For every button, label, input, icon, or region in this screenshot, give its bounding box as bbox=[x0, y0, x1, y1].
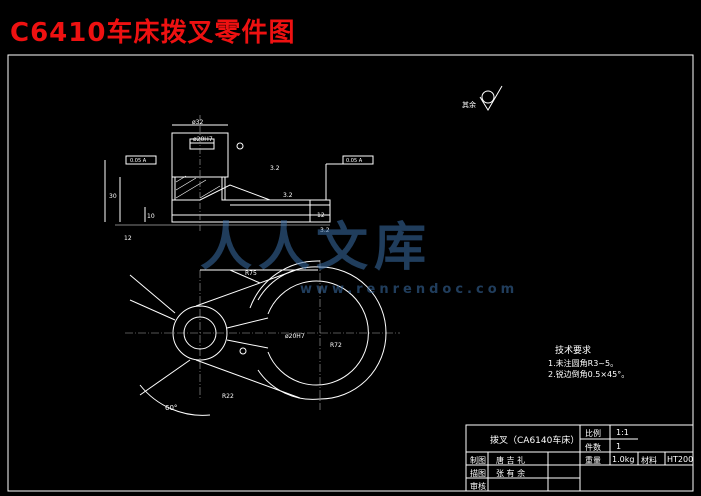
ra-mid: 3.2 bbox=[283, 192, 293, 199]
dim-30: 30 bbox=[109, 193, 117, 200]
dim-center-bore: ø20H7 bbox=[285, 333, 305, 340]
title-block-designed-label: 描图 bbox=[470, 469, 486, 478]
title-block-scale-value: 1:1 bbox=[616, 428, 629, 437]
dim-r22: R22 bbox=[222, 393, 234, 400]
title-block-material-value: HT200 bbox=[667, 455, 694, 464]
plan-view bbox=[125, 260, 400, 416]
title-block-weight-value: 1.0kg bbox=[612, 455, 635, 464]
title-block-material-label: 材料 bbox=[641, 456, 657, 465]
watermark-url: www.renrendoc.com bbox=[300, 282, 519, 297]
tech-requirements-title: 技术要求 bbox=[555, 346, 592, 356]
front-view bbox=[104, 115, 374, 232]
ra-left: 12 bbox=[124, 235, 132, 242]
title-block-qty-value: 1 bbox=[616, 442, 622, 451]
page-title: C6410车床拨叉零件图 bbox=[10, 18, 296, 48]
ra-top: 3.2 bbox=[270, 165, 280, 172]
title-block-part-name: 拨叉（CA6140车床） bbox=[490, 436, 580, 446]
dim-bore: ø20H7 bbox=[193, 136, 213, 143]
dim-r72: R72 bbox=[330, 342, 342, 349]
flatness-box-left: 0.05 A bbox=[130, 158, 147, 164]
dim-angle-60: 60° bbox=[165, 404, 177, 412]
title-block-qty-label: 件数 bbox=[585, 443, 601, 452]
tech-requirement-2: 2.锐边倒角0.5×45°。 bbox=[548, 370, 630, 379]
title-block-scale-label: 比例 bbox=[585, 429, 601, 438]
surface-finish-symbol bbox=[479, 85, 503, 111]
surface-finish-label: 其余 bbox=[462, 100, 476, 109]
title-block-checked-label: 审核 bbox=[470, 482, 486, 491]
dim-top-width: ø32 bbox=[192, 119, 203, 126]
tech-requirement-1: 1.未注圆角R3~5。 bbox=[548, 359, 619, 368]
dim-r75: R75 bbox=[245, 270, 257, 277]
title-block-lines bbox=[465, 424, 694, 492]
dim-12-side: 12 bbox=[317, 212, 325, 219]
title-block-designed-by: 张 有 余 bbox=[496, 469, 526, 478]
ra-right: 3.2 bbox=[320, 227, 330, 234]
drawing-border bbox=[7, 54, 694, 492]
title-block-weight-label: 重量 bbox=[585, 456, 601, 465]
watermark-text: 人人文库 bbox=[200, 217, 433, 278]
title-block-drawn-by: 唐 吉 礼 bbox=[496, 456, 526, 465]
flatness-box-right: 0.05 A bbox=[346, 158, 363, 164]
title-block-drawn-label: 制图 bbox=[470, 456, 486, 465]
dim-10: 10 bbox=[147, 213, 155, 220]
